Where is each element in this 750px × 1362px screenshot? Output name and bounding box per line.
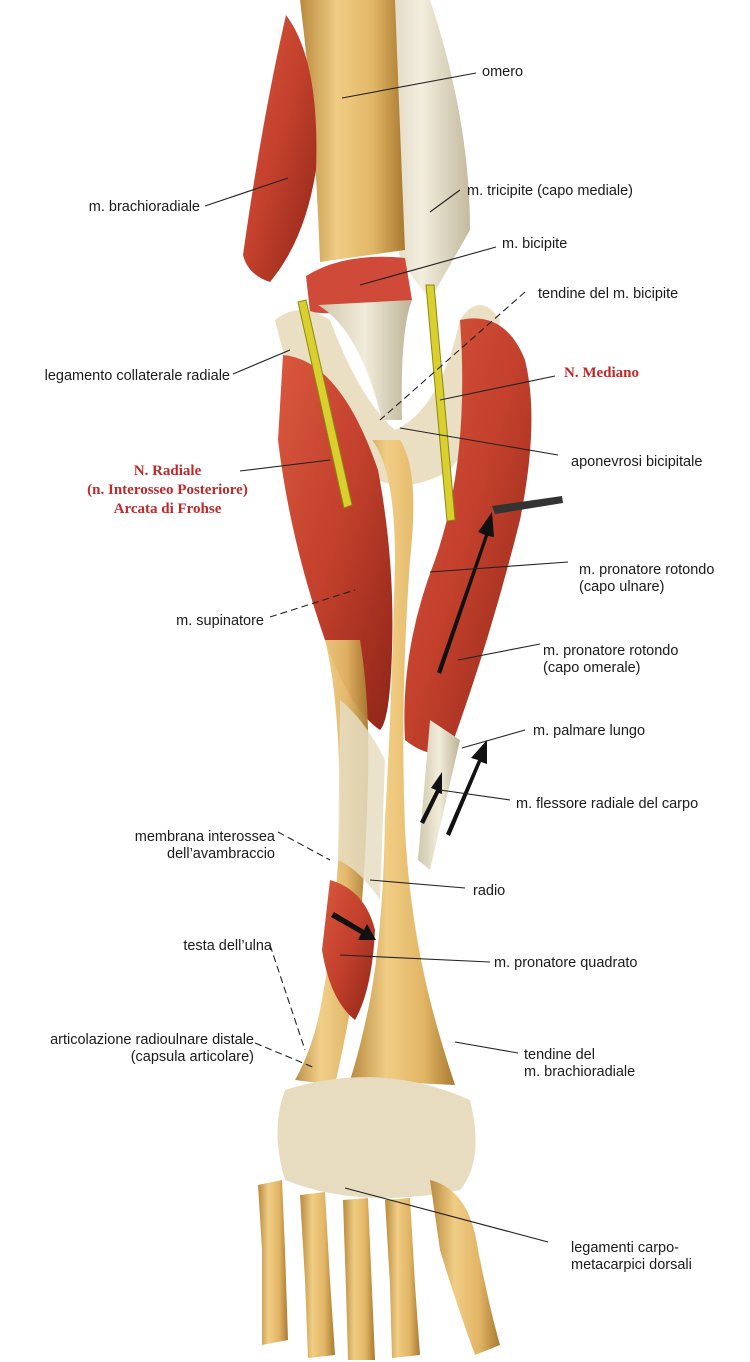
- label-tendine-brachioradiale-line1: tendine del: [524, 1047, 595, 1063]
- label-pronatore-omerale: m. pronatore rotondo (capo omerale): [543, 643, 678, 677]
- label-nervo-radiale-line1: N. Radiale: [133, 463, 202, 479]
- label-nervo-mediano: N. Mediano: [564, 365, 639, 381]
- metacarpal-bones: [258, 1180, 500, 1360]
- label-nervo-radiale: N. Radiale (n. Interosseo Posteriore) Ar…: [60, 462, 275, 519]
- supinator-muscle: [278, 355, 393, 730]
- flexor-tendons: [418, 720, 460, 870]
- label-palmare-lungo: m. palmare lungo: [533, 723, 646, 739]
- biceps-cut: [306, 256, 412, 314]
- label-tendine-brachioradiale-line2: m. brachioradiale: [524, 1064, 636, 1080]
- label-pronatore-ulnare-line2: (capo ulnare): [579, 579, 665, 595]
- median-nerve-rod: [425, 284, 456, 522]
- label-radio: radio: [473, 883, 506, 899]
- label-articolazione: articolazione radioulnare distale (capsu…: [4, 1032, 254, 1066]
- label-bicipite: m. bicipite: [502, 236, 568, 252]
- wrist-ligaments: [277, 1077, 476, 1198]
- label-brachioradiale: m. brachioradiale: [88, 199, 200, 215]
- label-pronatore-ulnare-line1: m. pronatore rotondo: [579, 562, 715, 578]
- label-tendine-bicipite: tendine del m. bicipite: [538, 286, 679, 302]
- pronator-teres-muscle: [404, 318, 532, 754]
- label-flessore-radiale: m. flessore radiale del carpo: [516, 796, 699, 812]
- radius-bone: [350, 440, 455, 1085]
- label-pronatore-omerale-line2: (capo omerale): [543, 660, 641, 676]
- biceps-tendon: [318, 300, 412, 420]
- label-membrana-interossea: membrana interossea dell’avambraccio: [100, 829, 275, 863]
- label-testa-ulna: testa dell’ulna: [183, 938, 272, 954]
- radial-nerve-rod: [297, 299, 353, 509]
- label-supinatore: m. supinatore: [176, 613, 264, 629]
- label-legamenti-line1: legamenti carpo-: [571, 1240, 679, 1256]
- label-legamento-collaterale: legamento collaterale radiale: [44, 368, 230, 384]
- probe: [492, 496, 563, 514]
- leader-lines: [204, 72, 569, 1243]
- label-nervo-radiale-line3: Arcata di Frohse: [113, 501, 222, 517]
- label-aponevrosi: aponevrosi bicipitale: [571, 454, 703, 470]
- label-membrana-line1: membrana interossea: [134, 829, 275, 845]
- direction-arrows: [331, 512, 494, 940]
- label-membrana-line2: dell’avambraccio: [167, 846, 275, 862]
- label-articolazione-line1: articolazione radioulnare distale: [50, 1032, 254, 1048]
- humerus-bone: [300, 0, 405, 262]
- label-articolazione-line2: (capsula articolare): [130, 1049, 254, 1065]
- label-pronatore-ulnare: m. pronatore rotondo (capo ulnare): [579, 562, 714, 596]
- label-pronatore-omerale-line1: m. pronatore rotondo: [543, 643, 679, 659]
- brachioradialis-muscle: [243, 15, 317, 282]
- label-legamenti-carpo: legamenti carpo- metacarpici dorsali: [571, 1240, 692, 1274]
- label-omero: omero: [482, 64, 524, 80]
- label-legamenti-line2: metacarpici dorsali: [571, 1257, 692, 1273]
- label-tendine-brachioradiale: tendine del m. brachioradiale: [524, 1047, 635, 1081]
- label-nervo-radiale-line2: (n. Interosseo Posteriore): [87, 482, 248, 498]
- interosseous-membrane: [338, 700, 385, 900]
- label-pronatore-quadrato: m. pronatore quadrato: [494, 955, 638, 971]
- label-tricipite: m. tricipite (capo mediale): [467, 183, 633, 199]
